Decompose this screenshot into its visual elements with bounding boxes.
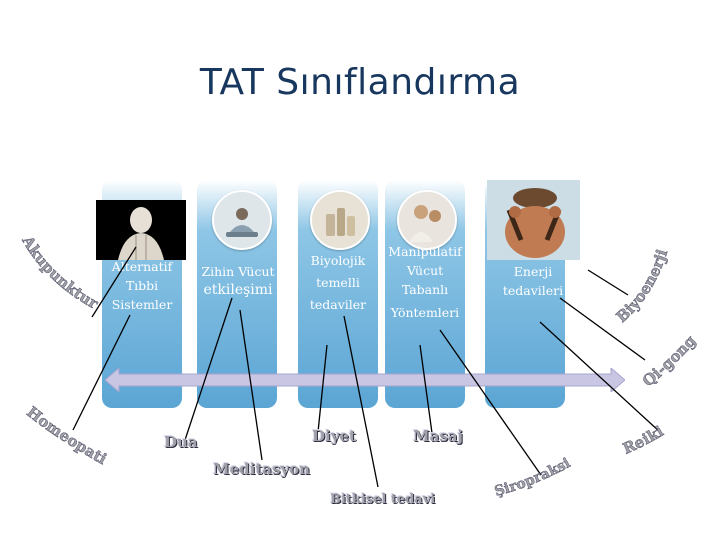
panel-text-line: Tıbbi bbox=[125, 278, 159, 293]
panel-text-line: etkileşimi bbox=[203, 282, 273, 298]
panel-text-biological: Biyolojik temelli tedaviler bbox=[298, 250, 378, 316]
panel-text-line: temelli bbox=[316, 275, 360, 290]
meditation-photo bbox=[212, 190, 272, 250]
label-akupunktur: Akupunktur bbox=[18, 232, 103, 314]
panel-text-line: Manipülatif bbox=[388, 244, 462, 259]
panel-text-line: Vücut bbox=[406, 263, 444, 278]
panel-text-line: Enerji bbox=[513, 264, 553, 279]
label-text: Qi-gong bbox=[640, 331, 700, 390]
page-title: TAT Sınıflandırma bbox=[199, 62, 521, 103]
svg-text:Biyoenerji: Biyoenerji bbox=[613, 247, 672, 326]
label-text: Reiki bbox=[622, 422, 667, 458]
label-text: Homeopati bbox=[23, 403, 110, 469]
spectrum-arrow bbox=[105, 368, 625, 392]
panel-text-line: tedaviler bbox=[309, 297, 367, 312]
panel-text-energy: Enerji tedavileri bbox=[485, 262, 581, 300]
label-meditasyon: Meditasyon bbox=[213, 460, 311, 478]
svg-text:Homeopati: Homeopati bbox=[23, 403, 110, 468]
panel-text-line: Tabanlı bbox=[401, 282, 449, 297]
label-qigong: Qi-gong bbox=[640, 331, 700, 390]
svg-text:Reiki: Reiki bbox=[622, 422, 667, 458]
label-diyet: Diyet bbox=[312, 427, 356, 445]
label-reiki: Reiki bbox=[622, 422, 667, 458]
label-biyoenerji: Biyoenerji bbox=[612, 247, 672, 327]
energy-healing-photo bbox=[487, 180, 580, 260]
label-bitkisel: Bitkisel tedavi bbox=[330, 492, 436, 507]
label-dua: Dua bbox=[164, 433, 198, 451]
svg-text:Akupunktur: Akupunktur bbox=[18, 232, 102, 313]
label-siropraksi: Şiropraksi bbox=[493, 455, 574, 500]
panel-text-line: Biyolojik bbox=[310, 253, 366, 268]
label-text: Biyoenerji bbox=[612, 247, 671, 327]
panel-text-line: Zihin Vücut bbox=[201, 264, 275, 279]
acupuncture-statue-photo bbox=[96, 200, 186, 260]
svg-text:Şiropraksi: Şiropraksi bbox=[493, 455, 573, 500]
label-homeopati: Homeopati bbox=[23, 403, 110, 469]
label-text: Akupunktur bbox=[18, 232, 103, 314]
panel-text-mind-body: Zihin Vücut etkileşimi bbox=[192, 262, 284, 300]
massage-photo bbox=[397, 190, 457, 250]
panel-text-line: tedavileri bbox=[502, 283, 564, 298]
svg-text:Qi-gong: Qi-gong bbox=[640, 331, 700, 390]
panel-text-line: Sistemler bbox=[111, 297, 173, 312]
panel-text-manipulative: Manipülatif Vücut Tabanlı Yöntemleri bbox=[380, 242, 470, 322]
label-masaj: Masaj bbox=[413, 427, 463, 445]
label-text: Şiropraksi bbox=[493, 455, 574, 500]
panel-text-line: Yöntemleri bbox=[390, 305, 460, 320]
herbal-bottles-photo bbox=[310, 190, 370, 250]
